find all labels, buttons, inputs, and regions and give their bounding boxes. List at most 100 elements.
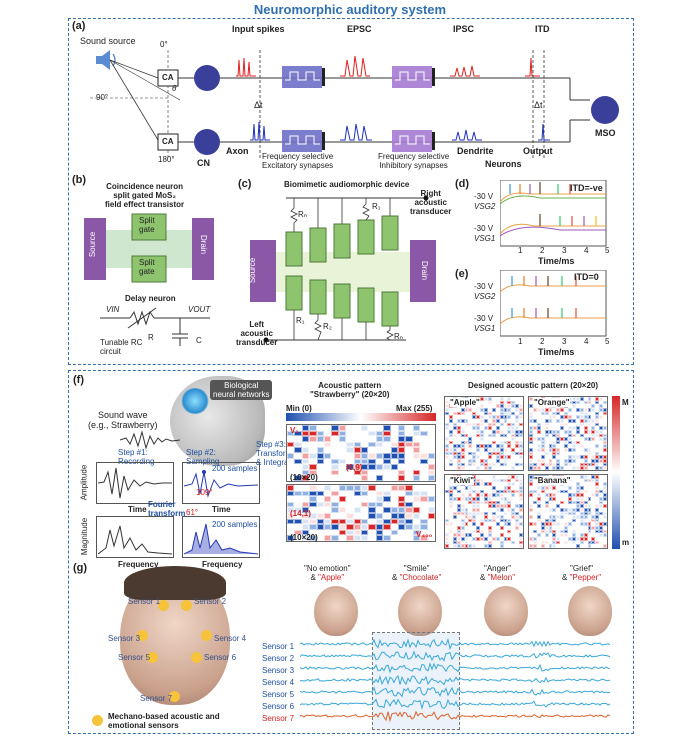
heatmap-cell: [599, 518, 604, 523]
heatmap-cell: [544, 485, 549, 490]
heatmap-cell: [480, 485, 484, 490]
heatmap-cell: [591, 493, 596, 497]
heatmap-cell: [472, 522, 477, 527]
heatmap-cell: [480, 511, 484, 516]
heatmap-cell: [445, 504, 449, 508]
heatmap-cell: [579, 482, 584, 486]
heatmap-cell: [294, 512, 302, 519]
heatmap-cell: [587, 496, 592, 501]
heatmap-cell: [536, 426, 541, 430]
heatmap-cell: [484, 478, 488, 483]
heatmap-cell: [560, 526, 565, 530]
heatmap-cell: [575, 451, 580, 456]
heatmap-cell: [544, 437, 549, 441]
heatmap-cell: [445, 415, 449, 419]
heatmap-cell: [487, 537, 492, 541]
heatmap-cell: [515, 459, 520, 463]
c-title: Biomimetic audiomorphic device: [284, 180, 410, 189]
heatmap-cell: [571, 455, 576, 460]
d-itd: ITD=-ve: [570, 183, 603, 193]
strawberry-heatmap-bottom: [286, 484, 436, 542]
heatmap-cell: [595, 455, 600, 460]
heatmap-cell: [544, 529, 549, 534]
heatmap-cell: [599, 415, 604, 419]
heatmap-cell: [552, 529, 557, 534]
heatmap-cell: [427, 464, 435, 470]
heatmap-cell: [353, 447, 361, 453]
heatmap-cell: [583, 526, 588, 530]
heatmap-cell: [519, 504, 523, 508]
heatmap-cell: [568, 429, 572, 434]
heatmap-cell: [346, 496, 354, 502]
designed-colorbar: [612, 396, 620, 549]
heatmap-cell: [507, 444, 512, 449]
heatmap-cell: [503, 533, 508, 538]
heatmap-cell: [544, 466, 549, 470]
panel-e-label: (e): [455, 268, 469, 280]
heatmap-cell: [529, 544, 533, 548]
heatmap-cell: [552, 533, 557, 538]
heatmap-cell: [583, 533, 588, 538]
heatmap-cell: [587, 540, 592, 545]
heatmap-cell: [445, 511, 449, 516]
heatmap-cell: [491, 500, 496, 505]
heatmap-cell: [383, 430, 391, 437]
heatmap-cell: [587, 433, 592, 438]
heatmap-cell: [448, 544, 453, 548]
heatmap-cell: [507, 415, 512, 419]
heatmap-cell: [587, 489, 592, 494]
heatmap-cell: [487, 404, 492, 408]
heatmap-cell: [587, 400, 592, 405]
heatmap-cell: [445, 466, 449, 470]
heatmap-cell: [579, 511, 584, 516]
heatmap-cell: [491, 415, 496, 419]
heatmap-cell: [548, 459, 553, 463]
heatmap-cell: [511, 407, 516, 412]
heatmap-cell: [515, 522, 520, 527]
heatmap-cell: [420, 512, 428, 519]
output-label: Output: [523, 146, 553, 156]
heatmap-cell: [484, 529, 488, 534]
heatmap-cell: [515, 440, 520, 445]
heatmap-cell: [456, 515, 461, 519]
heatmap-cell: [445, 429, 449, 434]
heatmap-cell: [564, 415, 568, 419]
heatmap-cell: [484, 411, 488, 416]
heatmap-cell: [564, 485, 568, 490]
heatmap-cell: [591, 422, 596, 427]
heatmap-cell: [398, 475, 406, 481]
heatmap-cell: [591, 537, 596, 541]
heatmap-cell: [338, 430, 347, 437]
heatmap-cell: [552, 437, 557, 441]
heatmap-cell: [487, 451, 492, 456]
heatmap-cell: [456, 459, 461, 463]
heatmap-cell: [575, 493, 580, 497]
heatmap-cell: [331, 512, 339, 519]
heatmap-cell: [571, 493, 576, 497]
heatmap-cell: [480, 522, 484, 527]
heatmap-cell: [603, 540, 607, 545]
sensor-7-dot: [169, 691, 180, 702]
heatmap-cell: [368, 469, 376, 476]
heatmap-cell: [603, 462, 607, 467]
heatmap-cell: [452, 537, 457, 541]
heatmap-cell: [476, 448, 481, 452]
heatmap-cell: [484, 522, 488, 527]
heatmap-cell: [515, 448, 520, 452]
heatmap-cell: [591, 415, 596, 419]
heatmap-cell: [495, 429, 500, 434]
heatmap-cell: [448, 444, 453, 449]
heatmap-cell: [405, 458, 413, 465]
heatmap-cell: [556, 537, 561, 541]
heatmap-cell: [448, 433, 453, 438]
heatmap-cell: [511, 462, 516, 467]
heatmap-cell: [398, 512, 406, 519]
heatmap-cell: [445, 540, 449, 545]
heatmap-cell: [484, 540, 488, 545]
heatmap-cell: [420, 425, 428, 431]
heatmap-cell: [583, 511, 588, 516]
heatmap-cell: [519, 533, 523, 538]
heatmap-cell: [445, 529, 449, 534]
sampling-wave: [184, 470, 258, 498]
heatmap-cell: [499, 397, 504, 401]
